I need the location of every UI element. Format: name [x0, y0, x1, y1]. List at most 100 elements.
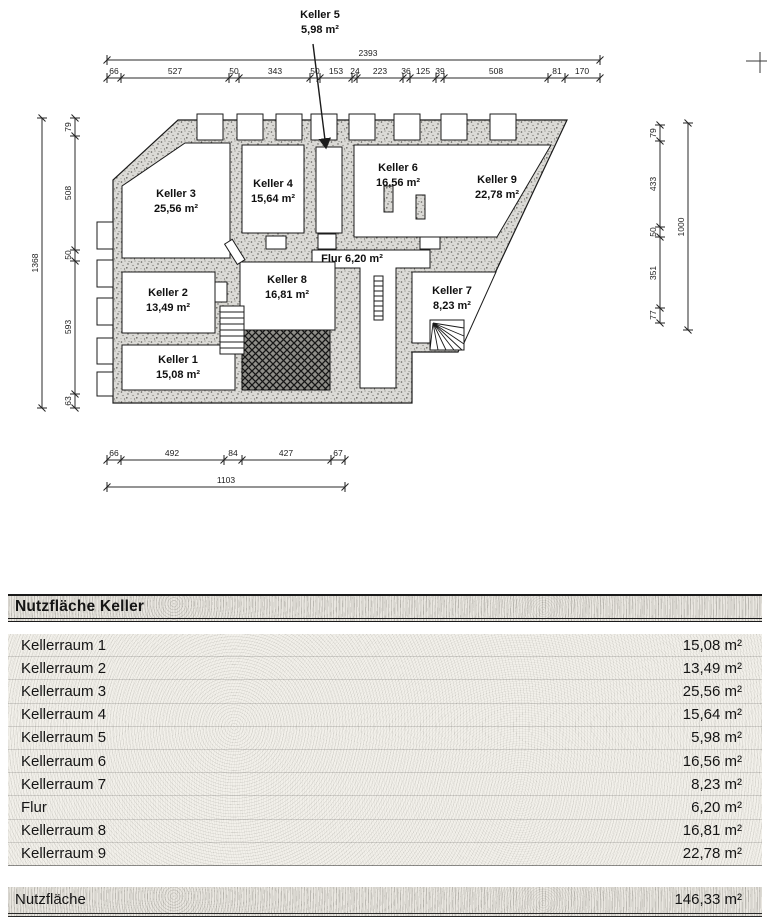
- row-value: 6,20 m²: [691, 798, 742, 816]
- row-label: Kellerraum 9: [21, 845, 107, 863]
- door-opening: [214, 281, 228, 303]
- label-keller3-area: 25,56 m²: [154, 203, 198, 215]
- floor-plan: Keller 5 5,98 m² Keller 3 25,56 m² Kelle…: [30, 9, 767, 493]
- table-row: Kellerraum 5 5,98 m²: [8, 727, 762, 750]
- room-keller-1: [121, 344, 236, 391]
- table-row: Kellerraum 6 16,56 m²: [8, 750, 762, 774]
- row-label: Kellerraum 2: [21, 659, 107, 677]
- table-row: Kellerraum 3 25,56 m²: [8, 680, 762, 704]
- dim-bottom-seg: 66: [109, 448, 119, 458]
- room-keller-3: [121, 142, 231, 259]
- dim-bottom-seg: 84: [228, 448, 238, 458]
- dim-left-total: 1368: [30, 253, 40, 272]
- label-keller8-area: 16,81 m²: [265, 289, 309, 301]
- window-niche: [440, 113, 468, 141]
- room-interiors: [121, 142, 552, 391]
- table-row: Kellerraum 4 15,64 m²: [8, 704, 762, 727]
- row-label: Kellerraum 6: [21, 752, 107, 770]
- label-keller6-area: 16,56 m²: [376, 177, 420, 189]
- straight-stair: [219, 305, 245, 355]
- dim-left-seg: 508: [63, 186, 73, 200]
- left-window-niches: [96, 221, 114, 397]
- table-row: Kellerraum 8 16,81 m²: [8, 820, 762, 843]
- window-niche: [96, 337, 114, 365]
- window-niche: [96, 259, 114, 288]
- row-value: 15,08 m²: [682, 636, 742, 654]
- dim-left-seg: 593: [63, 320, 73, 334]
- dim-left-seg: 63: [63, 396, 73, 406]
- window-niche: [348, 113, 376, 141]
- table-footer: Nutzfläche 146,33 m²: [8, 886, 762, 917]
- dim-bottom-seg: 492: [165, 448, 179, 458]
- top-window-niches: [196, 113, 517, 141]
- dim-top-seg: 153: [329, 66, 343, 76]
- footer-label: Nutzfläche: [15, 891, 86, 909]
- callout-room-area: 5,98 m²: [301, 24, 339, 36]
- table-row: Kellerraum 7 8,23 m²: [8, 773, 762, 797]
- pillar: [383, 185, 394, 213]
- table-row: Kellerraum 1 15,08 m²: [8, 634, 762, 658]
- dim-top-seg: 50: [229, 66, 239, 76]
- corridor-ladder: [373, 275, 384, 321]
- label-keller7-name: Keller 7: [432, 285, 472, 297]
- dim-right-seg: 79: [648, 128, 658, 138]
- dim-top-seg: 343: [268, 66, 282, 76]
- window-niche: [393, 113, 421, 141]
- dim-bottom-seg: 67: [333, 448, 343, 458]
- spiral-stair: [429, 319, 465, 351]
- window-niche: [96, 371, 114, 397]
- label-keller4-area: 15,64 m²: [251, 193, 295, 205]
- row-label: Kellerraum 7: [21, 775, 107, 793]
- dim-top-seg: 125: [416, 66, 430, 76]
- door-openings: [214, 233, 441, 303]
- door-opening: [419, 236, 441, 250]
- floor-plan-svg: Keller 5 5,98 m² Keller 3 25,56 m² Kelle…: [30, 9, 767, 493]
- dim-top-seg: 24: [350, 66, 360, 76]
- dim-bottom-total: 1103: [217, 475, 236, 485]
- room-keller-6-9: [353, 144, 552, 238]
- keller5-callout: Keller 5 5,98 m²: [300, 9, 340, 150]
- row-value: 5,98 m²: [691, 729, 742, 747]
- door-opening: [317, 233, 337, 250]
- door-opening: [265, 235, 287, 250]
- window-niche: [489, 113, 517, 141]
- row-label: Kellerraum 1: [21, 636, 107, 654]
- dim-top-seg: 66: [109, 66, 119, 76]
- dim-bottom-seg: 427: [279, 448, 293, 458]
- table-row: Flur 6,20 m²: [8, 796, 762, 820]
- window-niche: [96, 297, 114, 326]
- dim-top-seg: 50: [310, 66, 320, 76]
- label-keller1-name: Keller 1: [158, 354, 198, 366]
- dimension-right: 79 433 50 351 77 1000: [648, 119, 694, 334]
- dimension-top: 2393 66 527 50 343 50 153 24 223 36 125 …: [103, 48, 604, 84]
- window-niche: [96, 221, 114, 250]
- room-keller-5: [315, 146, 343, 234]
- dim-top-seg: 36: [401, 66, 411, 76]
- table-row: Kellerraum 9 22,78 m²: [8, 843, 762, 866]
- row-label: Kellerraum 4: [21, 706, 107, 724]
- dim-top-total: 2393: [359, 48, 378, 58]
- area-table: Nutzfläche Keller Kellerraum 1 15,08 m² …: [8, 594, 762, 917]
- dim-right-seg: 351: [648, 266, 658, 280]
- table-rows: Kellerraum 1 15,08 m² Kellerraum 2 13,49…: [8, 634, 762, 866]
- dim-top-seg: 223: [373, 66, 387, 76]
- dim-left-seg: 50: [63, 250, 73, 260]
- label-keller1-area: 15,08 m²: [156, 369, 200, 381]
- label-keller4-name: Keller 4: [253, 178, 294, 190]
- dim-right-seg: 77: [648, 310, 658, 320]
- label-keller3-name: Keller 3: [156, 188, 196, 200]
- label-flur: Flur 6,20 m²: [321, 253, 383, 265]
- label-keller9-area: 22,78 m²: [475, 189, 519, 201]
- dim-top-seg: 527: [168, 66, 182, 76]
- label-keller7-area: 8,23 m²: [433, 300, 471, 312]
- dim-right-seg: 433: [648, 177, 658, 191]
- pillars: [383, 185, 426, 220]
- room-labels: Keller 3 25,56 m² Keller 4 15,64 m² Kell…: [146, 162, 519, 381]
- dim-top-seg: 81: [552, 66, 562, 76]
- callout-room-name: Keller 5: [300, 9, 340, 21]
- dim-top-seg: 170: [575, 66, 589, 76]
- dim-top-seg: 508: [489, 66, 503, 76]
- label-keller2-name: Keller 2: [148, 287, 188, 299]
- window-niche: [196, 113, 224, 141]
